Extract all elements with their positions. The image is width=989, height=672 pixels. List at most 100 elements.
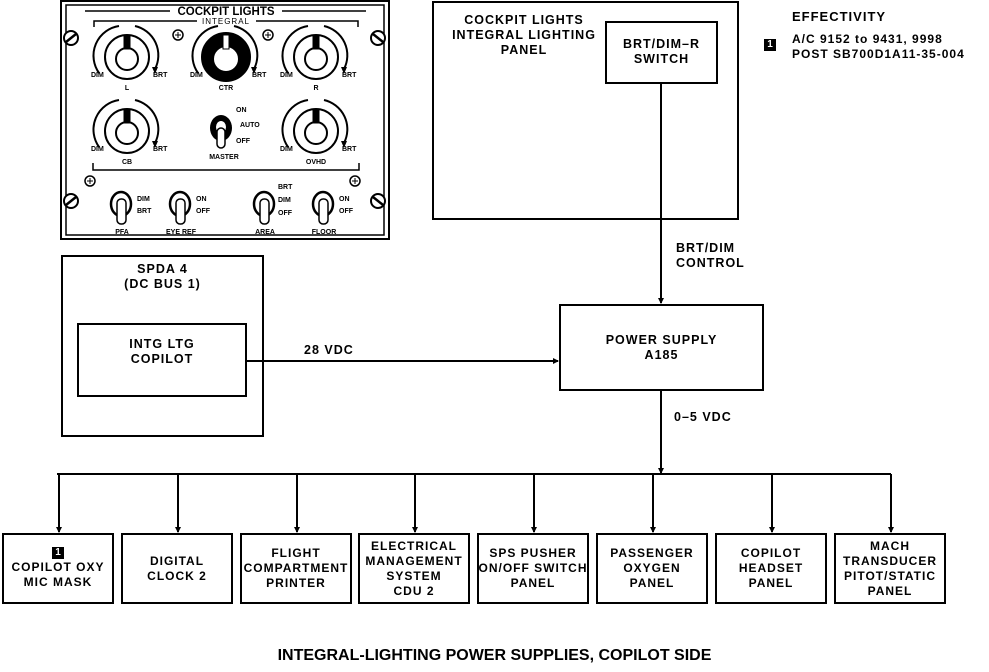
toggle-position-label: BRT <box>137 208 152 215</box>
toggle-position-label: BRT <box>278 184 293 191</box>
toggle-position-label: DIM <box>278 197 291 204</box>
knob-max-label: BRT <box>342 146 357 153</box>
knob-name-label: OVHD <box>306 159 326 166</box>
load-box-line: PASSENGER <box>610 546 694 560</box>
load-box-line: HEADSET <box>738 561 804 575</box>
toggle-name-label: EYE REF <box>166 229 197 236</box>
knob-min-label: DIM <box>280 146 293 153</box>
control-signal-label: BRT/DIM CONTROL <box>676 241 745 271</box>
brt-dim-switch-box <box>605 21 718 84</box>
arrow-icon <box>341 67 347 74</box>
arrow-icon <box>152 67 158 74</box>
breaker-line: COPILOT <box>130 352 194 366</box>
toggle-switch-pfa[interactable]: DIM BRT PFA <box>109 190 152 236</box>
load-box-line: DIGITAL <box>149 553 205 568</box>
spda-line: (DC BUS 1) <box>124 277 201 291</box>
toggle-name-label: PFA <box>115 229 129 236</box>
phillips-screw-icon <box>262 29 274 41</box>
toggle-switch-area[interactable]: BRT DIM OFF AREA <box>252 184 293 236</box>
effectivity-badge: 1 <box>764 34 776 52</box>
control-line: CONTROL <box>676 256 745 270</box>
breaker-label: INTG LTG COPILOT <box>77 337 247 367</box>
load-box-line: PANEL <box>748 576 794 590</box>
knob-max-label: BRT <box>153 146 168 153</box>
master-position-label: OFF <box>236 138 251 145</box>
power-supply-line: A185 <box>644 348 679 362</box>
brt-dim-switch-label: BRT/DIM–R SWITCH <box>607 37 716 67</box>
power-supply-line: POWER SUPPLY <box>605 333 718 347</box>
supply-voltage-label: 28 VDC <box>304 343 354 357</box>
knob-min-label: DIM <box>91 72 104 79</box>
knob-max-label: BRT <box>252 72 267 79</box>
master-switch[interactable]: ON AUTO OFF MASTER <box>209 107 260 161</box>
load-box-line: PANEL <box>867 583 913 598</box>
output-voltage-label: 0–5 VDC <box>674 410 732 424</box>
effectivity-lines: A/C 9152 to 9431, 9998 POST SB700D1A11-3… <box>792 32 965 62</box>
panel-subtitle: INTEGRAL <box>202 17 250 26</box>
toggle-name-label: AREA <box>255 229 275 236</box>
load-box-line: CLOCK 2 <box>147 568 207 583</box>
screw-icon <box>63 30 79 46</box>
dimmer-knob-ovhd[interactable]: DIM BRT OVHD <box>280 99 357 166</box>
load-box-line: CDU 2 <box>393 583 435 598</box>
screw-icon <box>370 193 386 209</box>
integral-panel-label: COCKPIT LIGHTS INTEGRAL LIGHTING PANEL <box>436 13 612 58</box>
effectivity-badge-icon: 1 <box>52 547 64 559</box>
master-position-label: AUTO <box>240 122 260 129</box>
knob-min-label: DIM <box>91 146 104 153</box>
toggle-name-label: FLOOR <box>312 229 337 236</box>
arrow-icon <box>152 141 158 148</box>
effectivity-line: A/C 9152 to 9431, 9998 <box>792 32 943 46</box>
screw-icon <box>370 30 386 46</box>
dimmer-knob-cb[interactable]: DIM BRT CB <box>91 99 168 166</box>
breaker-line: INTG LTG <box>129 337 195 351</box>
load-box-line: SPS PUSHER <box>489 546 577 560</box>
toggle-position-label: DIM <box>137 196 150 203</box>
load-box-line: MANAGEMENT <box>365 553 463 568</box>
toggle-position-label: ON <box>196 196 207 203</box>
switch-line: SWITCH <box>633 52 690 66</box>
knob-max-label: BRT <box>153 72 168 79</box>
load-box-line: PANEL <box>510 576 556 590</box>
toggle-position-label: OFF <box>339 208 354 215</box>
effectivity-badge-icon: 1 <box>764 39 776 51</box>
knob-min-label: DIM <box>190 72 203 79</box>
spda-label: SPDA 4 (DC BUS 1) <box>61 262 264 292</box>
load-box-line: OXYGEN <box>623 561 681 575</box>
phillips-screw-icon <box>84 175 96 187</box>
load-box-line: PANEL <box>629 576 675 590</box>
toggle-switch-eye-ref[interactable]: ON OFF EYE REF <box>166 190 211 236</box>
load-box-line: SYSTEM <box>386 568 442 583</box>
knob-name-label: CB <box>122 159 132 166</box>
toggle-position-label: OFF <box>278 210 293 217</box>
panel-title: COCKPIT LIGHTS <box>177 6 274 18</box>
power-supply-box <box>559 304 764 391</box>
phillips-screw-icon <box>172 29 184 41</box>
panel-frame <box>60 0 390 240</box>
load-box-line: COPILOT OXY <box>11 560 105 574</box>
master-name-label: MASTER <box>209 154 239 161</box>
knob-name-label: R <box>313 85 318 92</box>
switch-line: BRT/DIM–R <box>622 37 701 51</box>
effectivity-line: POST SB700D1A11-35-004 <box>792 47 965 61</box>
figure-title: INTEGRAL-LIGHTING POWER SUPPLIES, COPILO… <box>277 647 712 664</box>
load-box-line: PRINTER <box>266 576 326 590</box>
load-box-line: COPILOT <box>740 546 802 560</box>
arrow-icon <box>251 67 257 74</box>
toggle-position-label: OFF <box>196 208 211 215</box>
control-line: BRT/DIM <box>676 241 736 255</box>
master-position-label: ON <box>236 107 247 114</box>
load-box-line: ON/OFF SWITCH <box>478 561 588 575</box>
phillips-screw-icon <box>349 175 361 187</box>
